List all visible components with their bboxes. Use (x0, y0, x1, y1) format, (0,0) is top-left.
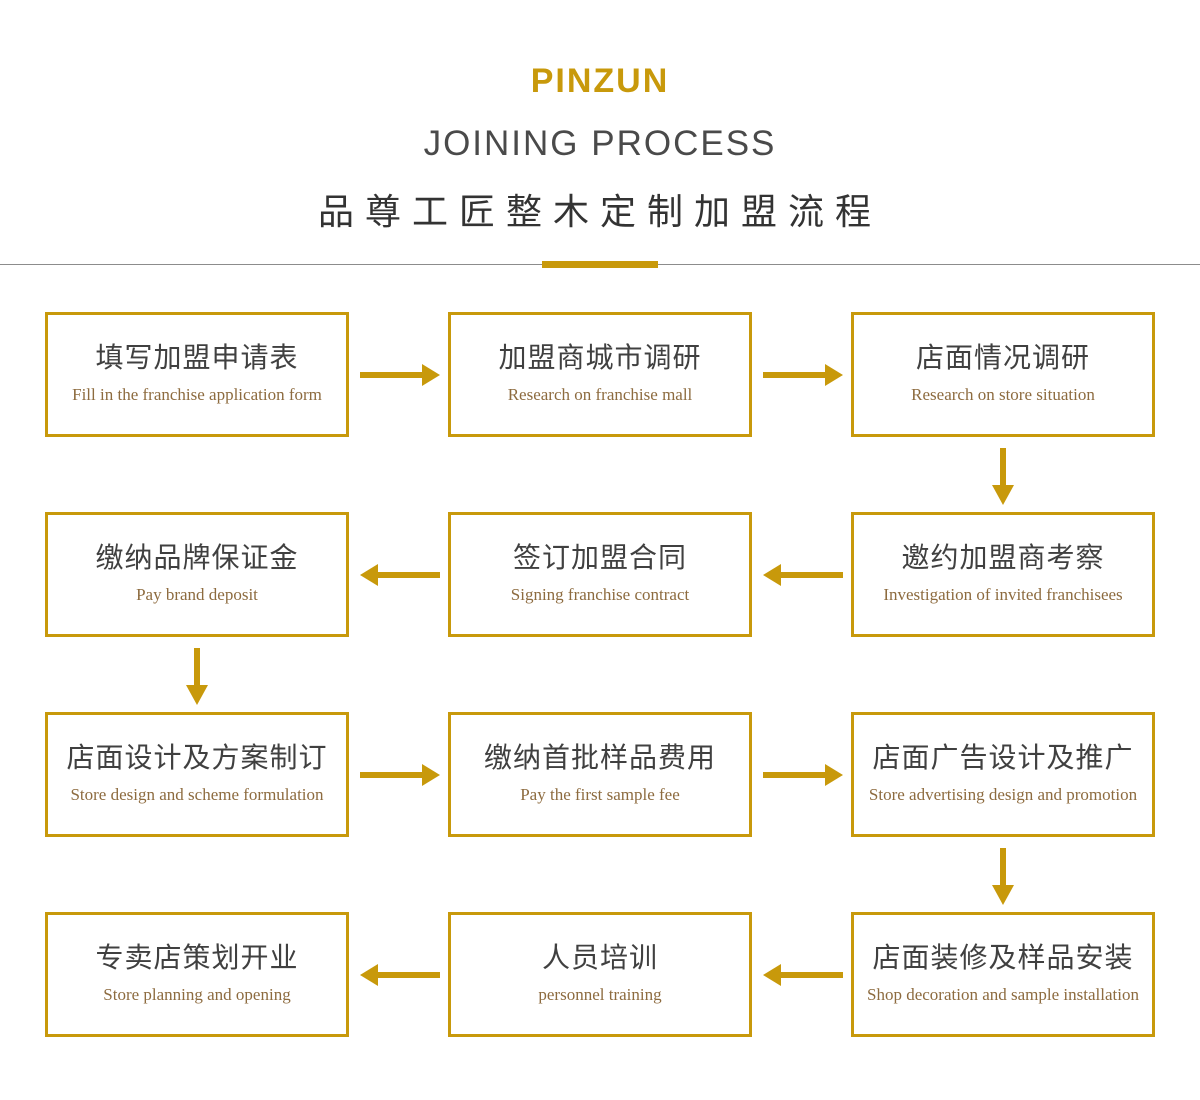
arrow-left-icon (360, 964, 440, 986)
step-title-cn: 店面装修及样品安装 (872, 942, 1134, 973)
step-title-cn: 专卖店策划开业 (95, 942, 299, 973)
flow-step-store-opening: 专卖店策划开业 Store planning and opening (45, 912, 349, 1037)
step-subtitle-en: Investigation of invited franchisees (883, 585, 1123, 604)
step-title-cn: 人员培训 (541, 942, 658, 973)
step-subtitle-en: Shop decoration and sample installation (867, 985, 1139, 1004)
flow-step-invite-investigation: 邀约加盟商考察 Investigation of invited franchi… (851, 512, 1155, 637)
arrow-left-icon (763, 564, 843, 586)
step-subtitle-en: Pay brand deposit (136, 585, 258, 604)
brand-name: PINZUN (530, 62, 670, 100)
step-subtitle-en: Store design and scheme formulation (70, 785, 324, 804)
arrow-left-icon (360, 564, 440, 586)
step-title-cn: 店面情况调研 (915, 342, 1090, 373)
arrow-down-icon (992, 848, 1014, 905)
flow-step-decoration-installation: 店面装修及样品安装 Shop decoration and sample ins… (851, 912, 1155, 1037)
step-subtitle-en: Pay the first sample fee (520, 785, 680, 804)
divider-accent-bar (542, 261, 658, 268)
step-title-cn: 邀约加盟商考察 (901, 542, 1105, 573)
step-title-cn: 缴纳首批样品费用 (483, 742, 716, 773)
step-subtitle-en: personnel training (538, 985, 662, 1004)
step-title-cn: 签订加盟合同 (512, 542, 687, 573)
flow-step-sign-contract: 签订加盟合同 Signing franchise contract (448, 512, 752, 637)
step-title-cn: 填写加盟申请表 (95, 342, 299, 373)
flow-step-personnel-training: 人员培训 personnel training (448, 912, 752, 1037)
flow-step-city-research: 加盟商城市调研 Research on franchise mall (448, 312, 752, 437)
arrow-right-icon (360, 764, 440, 786)
flow-step-pay-deposit: 缴纳品牌保证金 Pay brand deposit (45, 512, 349, 637)
page-title-cn: 品尊工匠整木定制加盟流程 (317, 191, 882, 232)
arrow-left-icon (763, 964, 843, 986)
flow-step-pay-sample-fee: 缴纳首批样品费用 Pay the first sample fee (448, 712, 752, 837)
step-subtitle-en: Research on store situation (911, 385, 1095, 404)
step-subtitle-en: Store planning and opening (103, 985, 291, 1004)
step-subtitle-en: Store advertising design and promotion (868, 785, 1138, 804)
arrow-right-icon (763, 764, 843, 786)
step-title-cn: 缴纳品牌保证金 (95, 542, 299, 573)
step-title-cn: 加盟商城市调研 (498, 342, 702, 373)
step-title-cn: 店面设计及方案制订 (66, 742, 328, 773)
arrow-down-icon (186, 648, 208, 705)
arrow-right-icon (360, 364, 440, 386)
flow-step-fill-application: 填写加盟申请表 Fill in the franchise applicatio… (45, 312, 349, 437)
arrow-right-icon (763, 364, 843, 386)
step-subtitle-en: Signing franchise contract (510, 585, 690, 604)
flow-step-store-design: 店面设计及方案制订 Store design and scheme formul… (45, 712, 349, 837)
step-subtitle-en: Research on franchise mall (507, 385, 693, 404)
flow-step-ad-design-promotion: 店面广告设计及推广 Store advertising design and p… (851, 712, 1155, 837)
arrow-down-icon (992, 448, 1014, 505)
step-title-cn: 店面广告设计及推广 (872, 742, 1134, 773)
flow-step-store-research: 店面情况调研 Research on store situation (851, 312, 1155, 437)
page-subtitle-en: JOINING PROCESS (423, 124, 777, 163)
step-subtitle-en: Fill in the franchise application form (72, 385, 322, 404)
